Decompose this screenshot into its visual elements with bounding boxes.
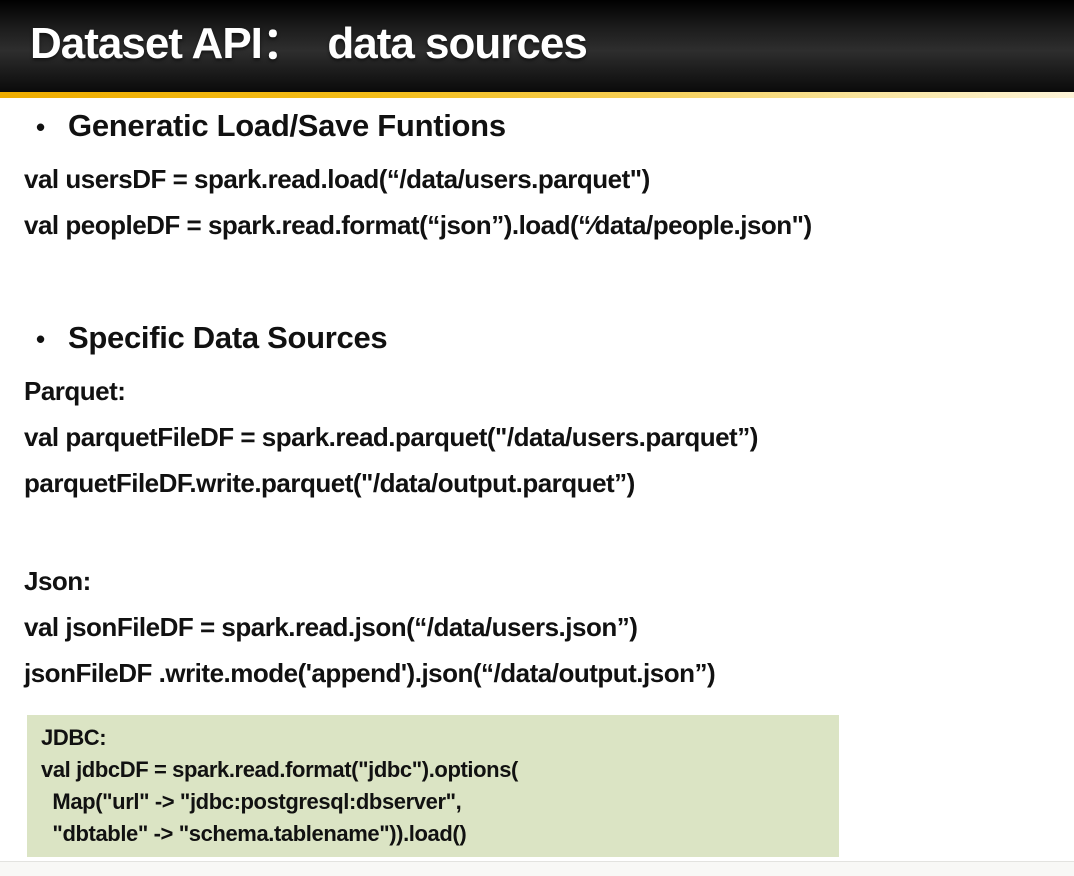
code-line-json-read: val jsonFileDF = spark.read.json(“/data/… xyxy=(24,612,638,642)
code-line-usersdf: val usersDF = spark.read.load(“/data/use… xyxy=(24,164,650,194)
slide-bottom-edge xyxy=(0,861,1074,876)
jdbc-code-box: JDBC: val jdbcDF = spark.read.format("jd… xyxy=(27,715,839,857)
accent-divider-line xyxy=(0,92,1074,98)
code-line-jdbc-map-url: Map("url" -> "jdbc:postgresql:dbserver", xyxy=(41,789,462,814)
bullet-dot: • xyxy=(36,324,46,354)
slide-title-bar: Dataset API： data sources xyxy=(0,0,1074,92)
code-line-json-write: jsonFileDF .write.mode('append').json(“/… xyxy=(24,658,716,688)
code-line-parquet-write: parquetFileDF.write.parquet("/data/outpu… xyxy=(24,468,635,498)
code-line-parquet-read: val parquetFileDF = spark.read.parquet("… xyxy=(24,422,758,452)
slide-title: Dataset API： data sources xyxy=(30,19,588,68)
code-line-peopledf: val peopleDF = spark.read.format(“json”)… xyxy=(24,210,812,240)
section-heading-generic: Generatic Load/Save Funtions xyxy=(68,108,506,143)
code-line-jdbc-dbtable: "dbtable" -> "schema.tablename")).load() xyxy=(41,821,467,846)
parquet-label: Parquet: xyxy=(24,376,126,406)
code-line-jdbc-options: val jdbcDF = spark.read.format("jdbc").o… xyxy=(41,757,518,782)
jdbc-label: JDBC: xyxy=(41,725,107,750)
json-label: Json: xyxy=(24,566,91,596)
section-heading-specific: Specific Data Sources xyxy=(68,320,388,355)
bullet-dot: • xyxy=(36,112,46,142)
